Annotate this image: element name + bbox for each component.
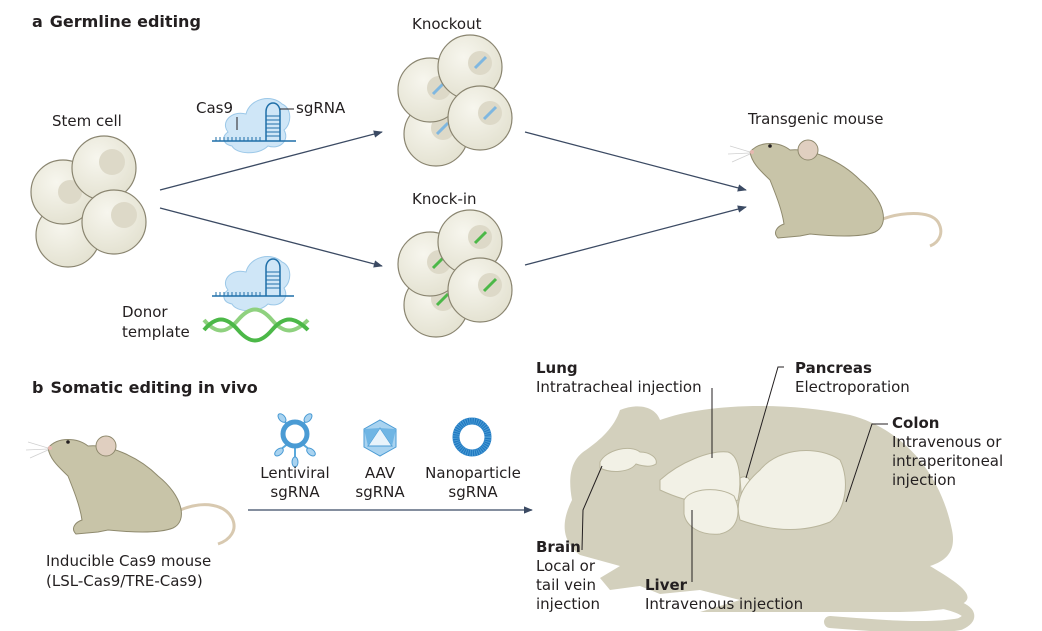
arrows-panel-a bbox=[159, 130, 747, 268]
lung-name: Lung bbox=[536, 359, 578, 377]
brain-method-line2: tail vein bbox=[536, 576, 596, 594]
organs bbox=[599, 447, 846, 535]
cas9-sgrna-complex bbox=[212, 98, 296, 154]
colon-method-line1: Intravenous or bbox=[892, 433, 1002, 451]
cas9-label: Cas9 bbox=[196, 99, 234, 117]
vector-nanoparticle-label: Nanoparticle sgRNA bbox=[418, 464, 528, 502]
colon-method-line2: intraperitoneal bbox=[892, 452, 1004, 470]
liver-name: Liver bbox=[645, 576, 688, 594]
transgenic-mouse-label: Transgenic mouse bbox=[748, 110, 884, 128]
organ-label-brain: Brain Local or tail vein injection bbox=[536, 538, 600, 614]
lentivirus-icon bbox=[274, 413, 316, 468]
inducible-cas9-mouse-illustration bbox=[25, 435, 236, 546]
stem-cell-label: Stem cell bbox=[52, 112, 122, 130]
knockout-cell-cluster bbox=[397, 34, 513, 167]
inducible-mouse-label-line2: (LSL-Cas9/TRE-Cas9) bbox=[46, 572, 203, 590]
panel-a-letter: a bbox=[32, 12, 43, 31]
cas9-donor-complex bbox=[202, 256, 310, 343]
panel-b-letter: b bbox=[32, 378, 44, 397]
nanoparticle-icon bbox=[452, 417, 492, 457]
panel-a-title: a Germline editing bbox=[32, 12, 201, 31]
vector-aav-label: AAV sgRNA bbox=[345, 464, 415, 502]
inducible-mouse-label-line1: Inducible Cas9 mouse bbox=[46, 552, 212, 570]
lung-method: Intratracheal injection bbox=[536, 378, 702, 396]
organ-label-colon: Colon Intravenous or intraperitoneal inj… bbox=[892, 414, 1003, 490]
vector-nanoparticle-line2: sgRNA bbox=[448, 483, 498, 501]
liver-method: Intravenous injection bbox=[645, 595, 804, 613]
brain-organ bbox=[599, 447, 657, 472]
panel-b-title: b Somatic editing in vivo bbox=[32, 378, 258, 397]
transgenic-mouse-illustration bbox=[727, 139, 943, 248]
organ-label-liver: Liver Intravenous injection bbox=[645, 576, 803, 614]
brain-name: Brain bbox=[536, 538, 581, 556]
knockin-label: Knock-in bbox=[412, 190, 477, 208]
donor-label-line1: Donor bbox=[122, 303, 168, 321]
panel-b-heading: Somatic editing in vivo bbox=[50, 378, 258, 397]
brain-method-line1: Local or bbox=[536, 557, 595, 575]
vector-aav-line2: sgRNA bbox=[355, 483, 405, 501]
vector-nanoparticle-line1: Nanoparticle bbox=[425, 464, 521, 482]
donor-label-line2: template bbox=[122, 323, 190, 341]
pancreas-method: Electroporation bbox=[795, 378, 910, 396]
stem-cell-cluster bbox=[30, 135, 147, 268]
organ-callout-lines bbox=[581, 366, 888, 582]
colon-name: Colon bbox=[892, 414, 940, 432]
aav-icon bbox=[363, 419, 397, 457]
dna-helix-icon bbox=[202, 307, 310, 343]
vector-lentiviral-label: Lentiviral sgRNA bbox=[250, 464, 340, 502]
sgrna-label: sgRNA bbox=[296, 99, 346, 117]
pancreas-name: Pancreas bbox=[795, 359, 872, 377]
brain-method-line3: injection bbox=[536, 595, 601, 613]
organ-label-pancreas: Pancreas Electroporation bbox=[795, 359, 910, 397]
vector-aav-line1: AAV bbox=[364, 464, 396, 482]
colon-organ bbox=[737, 450, 846, 530]
colon-method-line3: injection bbox=[892, 471, 957, 489]
knockin-cell-cluster bbox=[397, 209, 513, 338]
vector-lentiviral-line1: Lentiviral bbox=[260, 464, 330, 482]
panel-a-heading: Germline editing bbox=[49, 12, 201, 31]
vector-lentiviral-line2: sgRNA bbox=[270, 483, 320, 501]
knockout-label: Knockout bbox=[412, 15, 482, 33]
organ-label-lung: Lung Intratracheal injection bbox=[536, 359, 702, 397]
